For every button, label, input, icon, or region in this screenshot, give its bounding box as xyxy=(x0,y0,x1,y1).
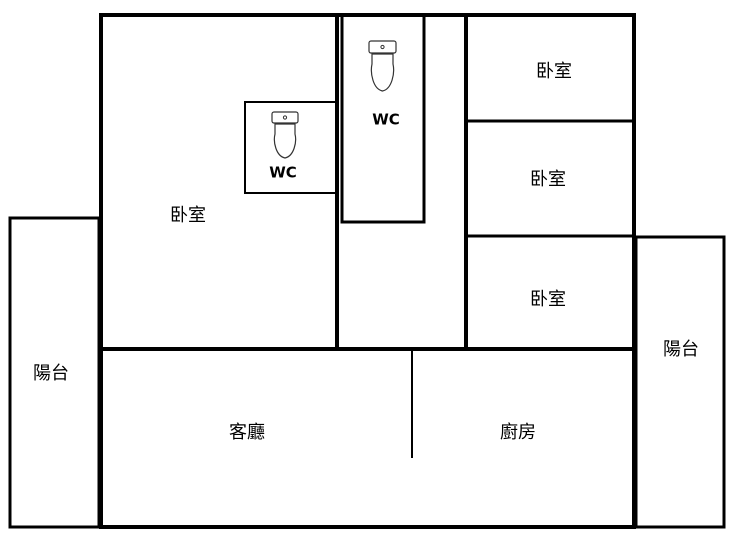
room-label-living-room: 客廳 xyxy=(229,422,265,443)
wc-corridor-wall xyxy=(340,15,426,224)
room-label-bedroom-3: 卧室 xyxy=(530,289,566,310)
wc-small-wall xyxy=(244,101,337,194)
room-label-bedroom-1: 卧室 xyxy=(536,61,572,82)
room-label-bedroom-2: 卧室 xyxy=(530,169,566,190)
room-label-wc-small: WC xyxy=(269,164,297,182)
room-label-balcony-left: 陽台 xyxy=(33,363,69,384)
toilet-icon xyxy=(271,111,299,159)
balcony-left-wall xyxy=(8,216,101,529)
balcony-right-wall xyxy=(634,235,726,529)
room-label-balcony-right: 陽台 xyxy=(663,339,699,360)
room-label-bedroom-main: 卧室 xyxy=(170,205,206,226)
toilet-icon xyxy=(368,40,397,92)
outer-wall xyxy=(99,13,636,529)
room-label-wc-corridor: WC xyxy=(372,111,400,129)
room-label-kitchen: 廚房 xyxy=(500,421,536,443)
